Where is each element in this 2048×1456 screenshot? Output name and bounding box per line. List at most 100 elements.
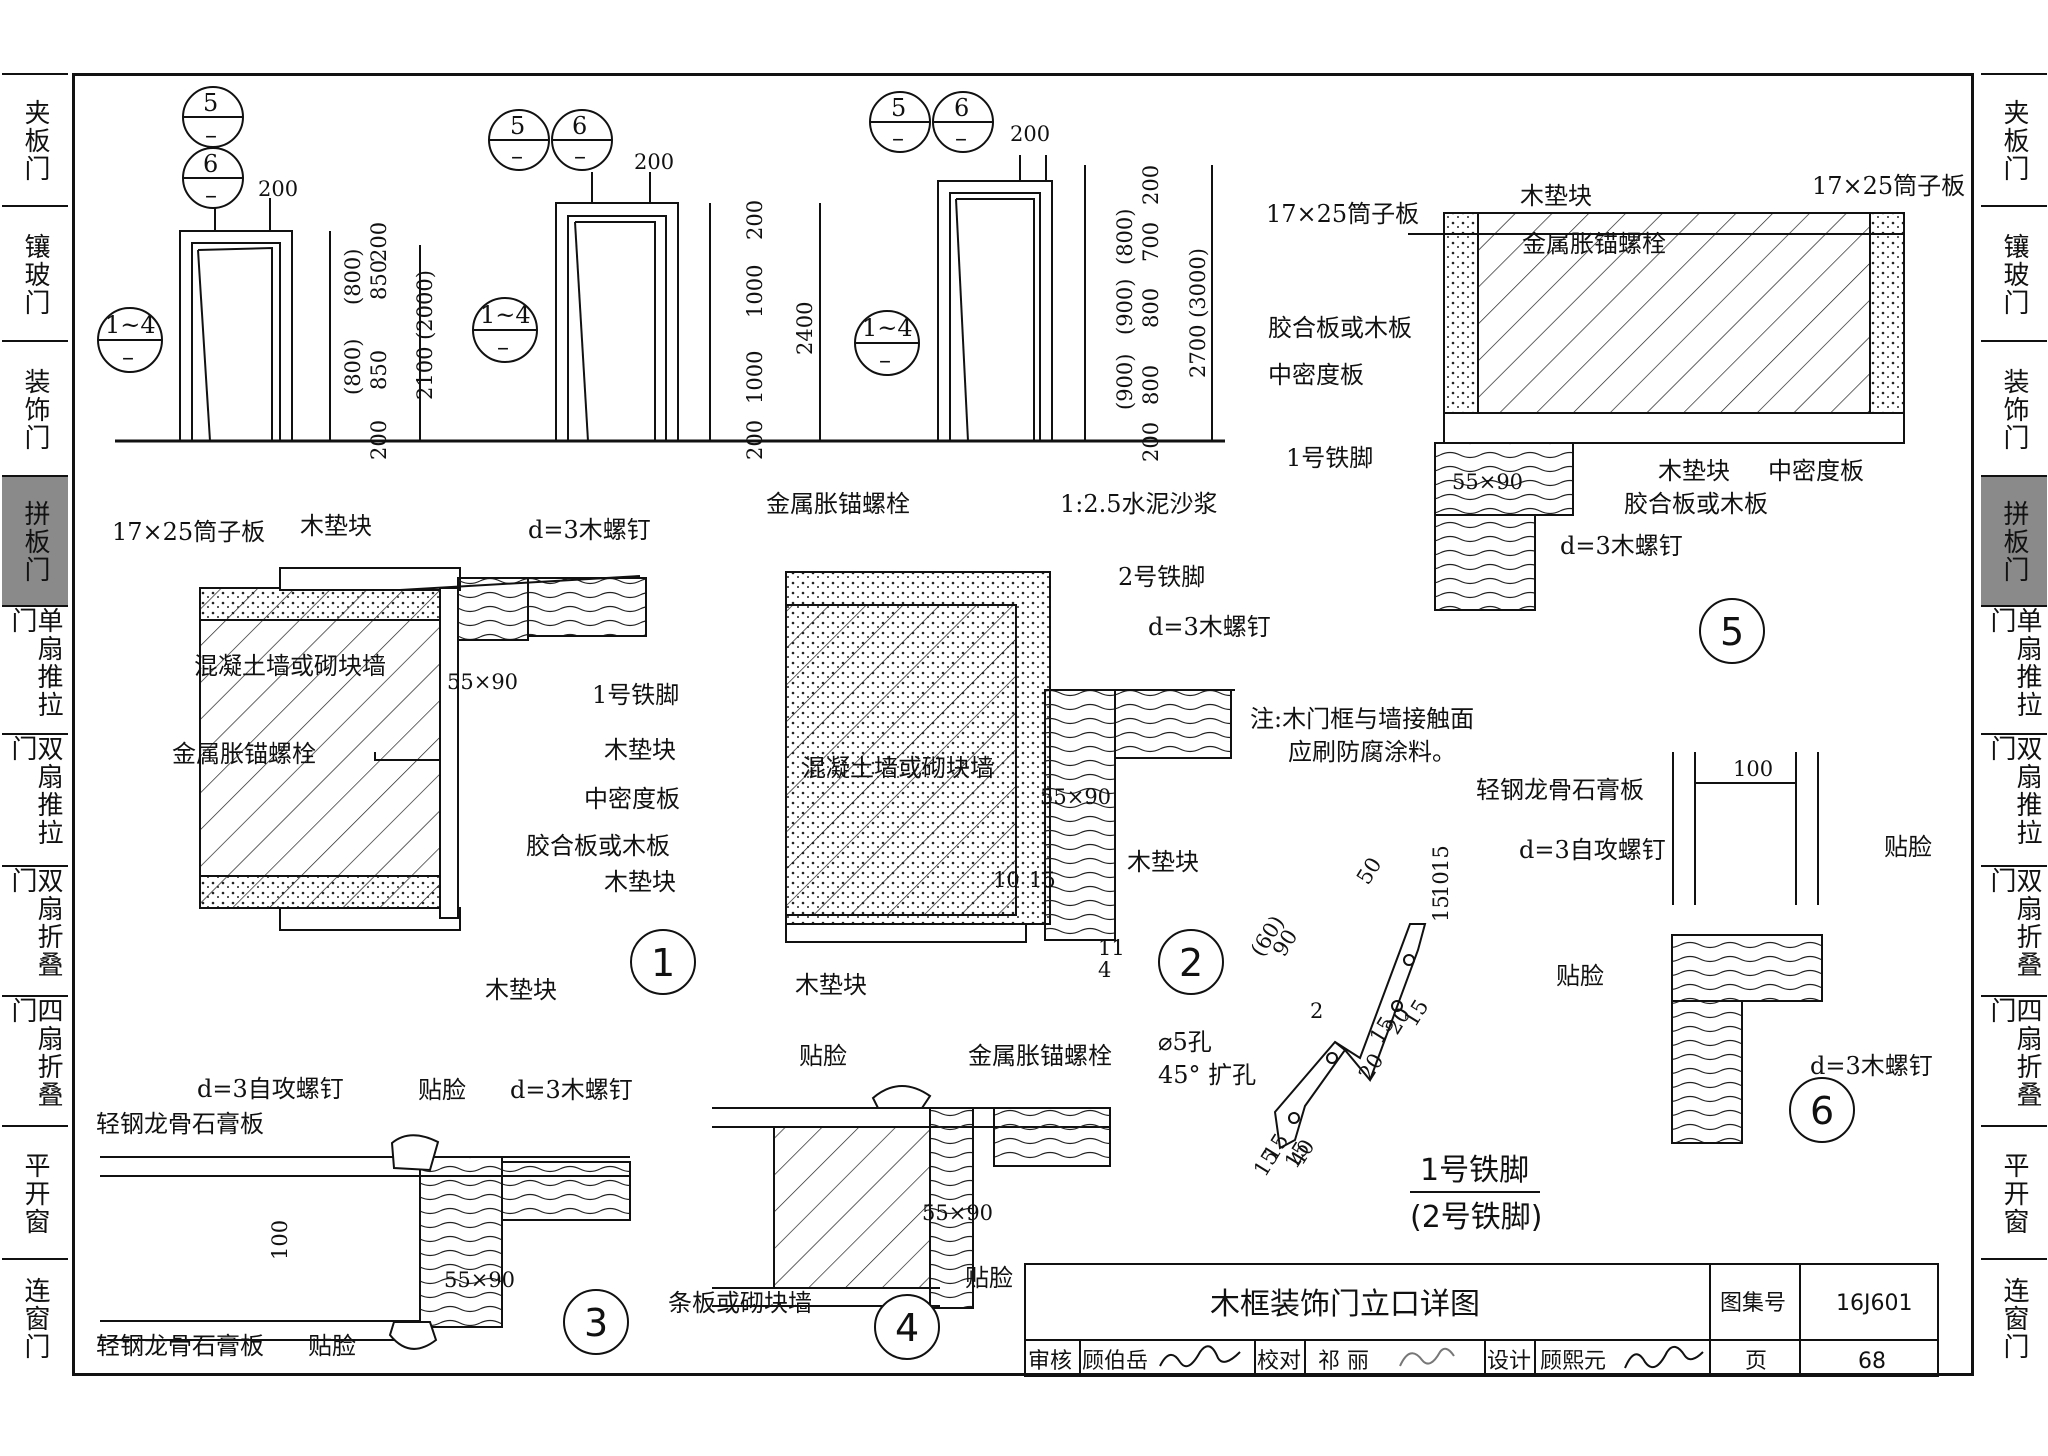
foot-dim-20b: 20 <box>1354 1049 1389 1084</box>
right-tab-0[interactable]: 夹板门 <box>1981 73 2047 207</box>
atlas-label: 图集号 <box>1720 1291 1786 1316</box>
d6-board-label: 轻钢龙骨石膏板 <box>1476 776 1644 804</box>
ref-14-label: 1~4 <box>862 314 913 342</box>
d6-face-label: 贴脸 <box>1884 833 1932 861</box>
detail-3-drawing <box>100 1134 631 1350</box>
note-line-1: 注:木门框与墙接触面 <box>1250 705 1474 733</box>
d3-dim-100: 100 <box>268 1220 292 1260</box>
e3-dim-bot: 200 <box>1139 422 1163 462</box>
d1-block3-label: 木垫块 <box>604 868 676 896</box>
foot-dim-15a: 15 <box>1429 845 1453 872</box>
right-tab-label: 夹板门 <box>1999 99 2029 183</box>
detail-2-drawing <box>785 571 1235 943</box>
right-tab-2[interactable]: 装饰门 <box>1981 340 2047 477</box>
d6-dim-100: 100 <box>1733 757 1773 781</box>
designer-signature <box>1624 1345 1704 1369</box>
d2-d10: 10 <box>993 868 1020 892</box>
ref-dash: – <box>205 121 217 149</box>
right-tab-label: 双扇推拉门 <box>1986 735 2042 847</box>
page-label: 页 <box>1745 1349 1767 1374</box>
e1-dim-top: 200 <box>367 222 391 262</box>
right-tab-7[interactable]: 四扇折叠门 <box>1981 995 2047 1127</box>
d1-ply-label: 胶合板或木板 <box>526 832 670 860</box>
left-tab-label: 平开窗 <box>20 1151 50 1236</box>
right-tab-1[interactable]: 镶玻门 <box>1981 205 2047 342</box>
foot-dim-10: 10 <box>1429 871 1453 898</box>
right-tab-3[interactable]: 拼板门 <box>1981 475 2047 607</box>
d2-d11: 11 <box>1098 936 1125 960</box>
elevation-callouts <box>97 86 994 376</box>
left-tab-label: 四扇折叠门 <box>7 997 63 1109</box>
left-tab-6[interactable]: 双扇折叠门 <box>2 865 68 997</box>
foot-subtitle: (2号铁脚) <box>1410 1200 1543 1235</box>
reviewer-name: 顾伯岳 <box>1082 1349 1148 1374</box>
left-tab-label: 单扇推拉门 <box>7 607 63 719</box>
left-tab-label: 拼板门 <box>20 500 50 584</box>
d1-foot-label: 1号铁脚 <box>592 681 679 709</box>
door-elevations <box>115 155 1225 443</box>
left-tab-2[interactable]: 装饰门 <box>2 340 68 477</box>
d5-size-label: 55×90 <box>1452 470 1523 494</box>
ref-dash: – <box>205 181 217 209</box>
d1-screw-label: d=3木螺钉 <box>528 516 651 544</box>
right-tab-8[interactable]: 平开窗 <box>1981 1125 2047 1260</box>
left-tab-8[interactable]: 平开窗 <box>2 1125 68 1260</box>
e1-dim-mid2: (800) <box>341 339 365 395</box>
ref-6-label: 6 <box>954 94 969 122</box>
ref-dash: – <box>511 142 523 170</box>
d4-anchor-label: 金属胀锚螺栓 <box>968 1042 1112 1070</box>
d3-face2-label: 贴脸 <box>308 1332 356 1360</box>
note: 注:木门框与墙接触面 应刷防腐涂料。 <box>1250 705 1474 766</box>
ref-dash: – <box>574 142 586 170</box>
left-tab-4[interactable]: 单扇推拉门 <box>2 605 68 735</box>
right-tab-4[interactable]: 单扇推拉门 <box>1981 605 2047 735</box>
left-tab-5[interactable]: 双扇推拉门 <box>2 733 68 867</box>
ref-6-label: 6 <box>572 112 587 140</box>
left-tab-3[interactable]: 拼板门 <box>2 475 68 607</box>
ref-5-label: 5 <box>891 94 906 122</box>
detail-1-number: 1 <box>651 941 675 985</box>
ref-dash: – <box>892 124 904 152</box>
left-tab-0[interactable]: 夹板门 <box>2 73 68 207</box>
d1-block-label: 木垫块 <box>300 512 372 540</box>
right-tab-label: 单扇推拉门 <box>1986 607 2042 719</box>
d3-size-label: 55×90 <box>444 1268 515 1292</box>
right-tab-label: 拼板门 <box>1999 500 2029 584</box>
checker-signature <box>1399 1347 1455 1367</box>
iron-foot-drawing <box>1273 923 1427 1150</box>
d3-wscrew-label: d=3木螺钉 <box>510 1076 633 1104</box>
left-tab-1[interactable]: 镶玻门 <box>2 205 68 342</box>
e2-dim-mid1: 1000 <box>743 265 767 318</box>
dim-200: 200 <box>258 177 298 201</box>
right-tab-label: 镶玻门 <box>1999 232 2029 317</box>
right-tab-9[interactable]: 连窗门 <box>1981 1258 2047 1378</box>
d2-wall-label: 混凝土墙或砌块墙 <box>802 754 994 782</box>
ref-5-label: 5 <box>510 112 525 140</box>
e2-dim-bot: 200 <box>743 420 767 460</box>
e3-dim-mid2: (900) <box>1113 279 1137 335</box>
left-tab-7[interactable]: 四扇折叠门 <box>2 995 68 1127</box>
d5-anchor-label: 金属胀锚螺栓 <box>1522 230 1666 258</box>
e1-dim-total: 2100 (2000) <box>413 270 437 400</box>
ref-14-label: 1~4 <box>480 301 531 329</box>
e1-dim-mid1b: 850 <box>367 260 391 300</box>
e3-dim-top: 200 <box>1139 165 1163 205</box>
right-tab-6[interactable]: 双扇折叠门 <box>1981 865 2047 997</box>
d4-size-label: 55×90 <box>922 1201 993 1225</box>
e3-dim-mid2b: 800 <box>1139 288 1163 328</box>
ref-6-label: 6 <box>203 150 218 178</box>
e1-dim-mid1: (800) <box>341 249 365 305</box>
left-tab-9[interactable]: 连窗门 <box>2 1258 68 1378</box>
detail-6-number: 6 <box>1810 1089 1834 1133</box>
e3-dim-mid3b: 800 <box>1139 365 1163 405</box>
d5-foot-label: 1号铁脚 <box>1286 444 1373 472</box>
right-tab-5[interactable]: 双扇推拉门 <box>1981 733 2047 867</box>
atlas-number: 16J601 <box>1836 1291 1912 1316</box>
d1-block4-label: 木垫块 <box>485 976 557 1004</box>
detail-5-number: 5 <box>1720 610 1744 654</box>
left-tab-label: 双扇折叠门 <box>7 867 63 979</box>
foot-dim-15b: 15 <box>1429 895 1453 922</box>
d3-board-label: 轻钢龙骨石膏板 <box>96 1110 264 1138</box>
d5-screw-label: d=3木螺钉 <box>1560 532 1683 560</box>
d2-block-label: 木垫块 <box>1127 848 1199 876</box>
